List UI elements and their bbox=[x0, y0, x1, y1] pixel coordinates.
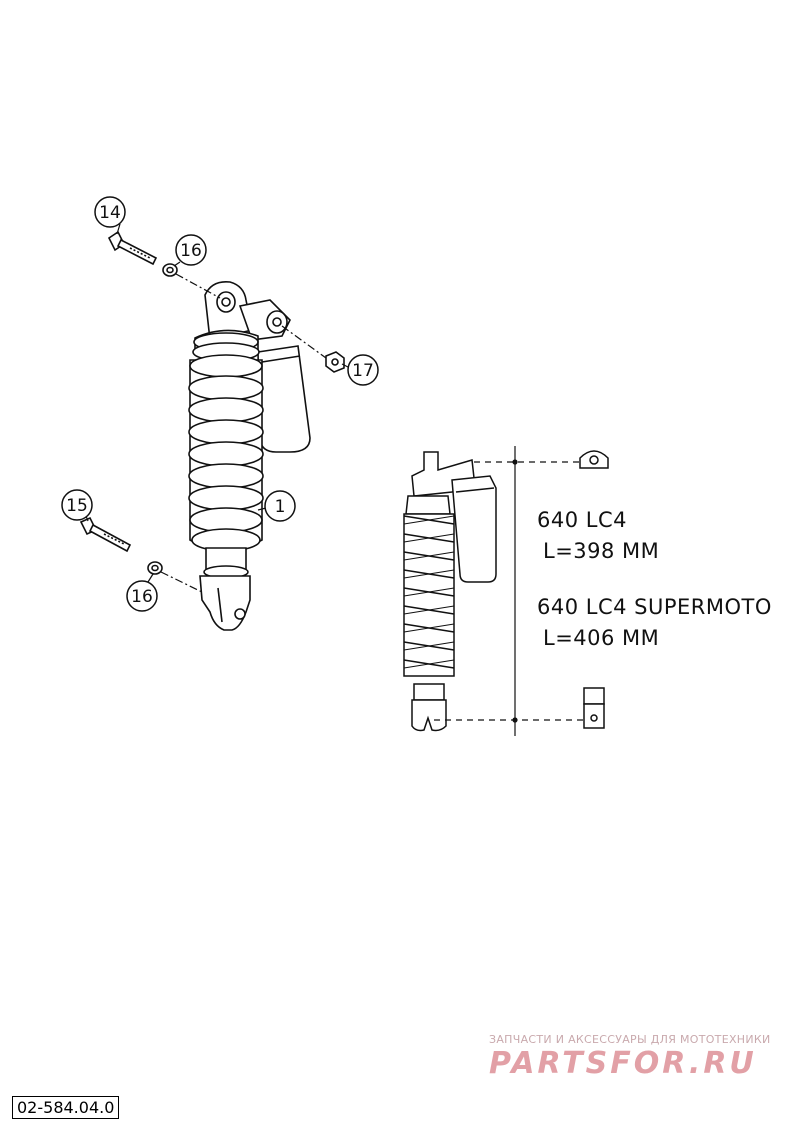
callout-14: 14 bbox=[94, 196, 126, 228]
shock-lower-body bbox=[199, 547, 251, 631]
bottom-mount-detail bbox=[583, 687, 605, 729]
spec-model-640-lc4: 640 LC4 bbox=[537, 508, 627, 532]
callout-17-label: 17 bbox=[352, 361, 374, 381]
shock-head bbox=[204, 280, 291, 341]
watermark-logo: PARTSFOR.RU bbox=[489, 1046, 757, 1081]
callout-1-label: 1 bbox=[275, 497, 286, 517]
top-mount-detail bbox=[579, 450, 609, 469]
spec-length-398: L=398 MM bbox=[543, 539, 660, 563]
callout-1: 1 bbox=[264, 490, 296, 522]
reservoir bbox=[257, 345, 311, 453]
bolt-14 bbox=[107, 230, 158, 266]
callout-16-upper: 16 bbox=[175, 234, 207, 266]
spec-length-406: L=406 MM bbox=[543, 626, 660, 650]
shock-side-view bbox=[403, 451, 497, 732]
document-code: 02-584.04.0 bbox=[12, 1096, 120, 1119]
callout-15: 15 bbox=[61, 489, 93, 521]
nut-17 bbox=[325, 351, 345, 373]
callout-16-lower-label: 16 bbox=[131, 587, 153, 607]
watermark-subtitle: ЗАПЧАСТИ И АКСЕССУАРЫ ДЛЯ МОТОТЕХНИКИ bbox=[489, 1033, 771, 1046]
spec-model-640-lc4-supermoto: 640 LC4 SUPERMOTO bbox=[537, 595, 772, 619]
spring-collar-top bbox=[192, 329, 260, 362]
coil-spring bbox=[188, 354, 264, 552]
washer-16-upper bbox=[162, 263, 178, 277]
callout-16-lower: 16 bbox=[126, 580, 158, 612]
assembly-axis-lines bbox=[160, 273, 327, 593]
dimension-lines bbox=[434, 446, 584, 736]
shock-absorber-exploded bbox=[79, 230, 345, 631]
callout-15-label: 15 bbox=[66, 496, 88, 516]
callout-16-upper-label: 16 bbox=[180, 241, 202, 261]
bolt-15 bbox=[79, 516, 132, 553]
callout-17: 17 bbox=[347, 354, 379, 386]
washer-16-lower bbox=[147, 561, 163, 575]
callout-14-label: 14 bbox=[99, 203, 121, 223]
